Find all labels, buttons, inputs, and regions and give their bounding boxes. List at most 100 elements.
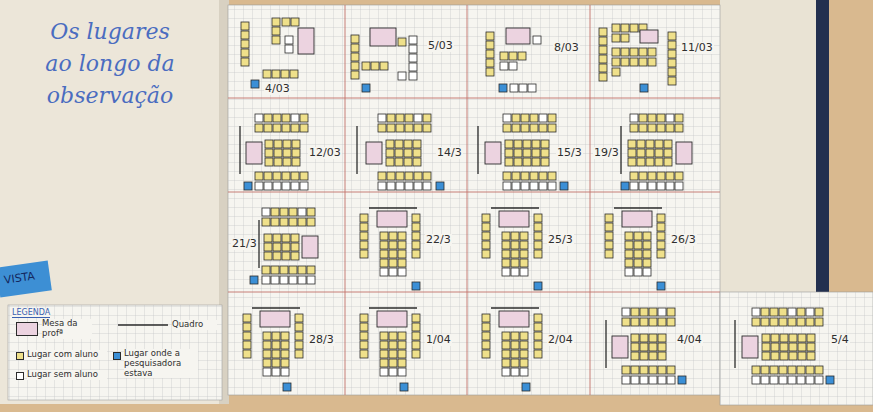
occupied-seat <box>630 48 638 56</box>
occupied-seat <box>300 114 308 122</box>
occupied-seat <box>520 332 528 340</box>
occupied-seat <box>639 172 647 180</box>
occupied-seat <box>599 37 607 45</box>
occupied-seat <box>360 314 368 322</box>
occupied-seat <box>264 234 272 242</box>
occupied-seat <box>380 259 388 267</box>
occupied-seat <box>649 366 657 374</box>
occupied-seat <box>657 223 665 231</box>
occupied-seat <box>291 124 299 132</box>
occupied-seat <box>599 46 607 54</box>
occupied-seat <box>752 366 760 374</box>
occupied-seat <box>668 32 676 40</box>
occupied-seat <box>243 350 251 358</box>
occupied-seat <box>423 172 431 180</box>
researcher-seat <box>283 383 291 391</box>
occupied-seat <box>351 35 359 43</box>
occupied-seat <box>807 343 815 351</box>
occupied-seat <box>404 140 412 148</box>
occupied-seat <box>380 241 388 249</box>
occupied-seat <box>771 343 779 351</box>
date-label: 5/03 <box>427 40 454 52</box>
teacher-desk <box>612 336 628 358</box>
occupied-seat <box>405 124 413 132</box>
empty-seat <box>509 62 517 70</box>
occupied-seat <box>241 49 249 57</box>
occupied-seat <box>512 114 520 122</box>
occupied-seat <box>273 252 281 260</box>
researcher-seat <box>560 182 568 190</box>
empty-seat <box>797 376 805 384</box>
occupied-seat <box>779 366 787 374</box>
occupied-seat <box>272 350 280 358</box>
occupied-seat <box>291 172 299 180</box>
empty-seat <box>378 114 386 122</box>
occupied-seat <box>486 59 494 67</box>
occupied-seat <box>282 252 290 260</box>
occupied-seat <box>380 250 388 258</box>
empty-seat <box>414 182 422 190</box>
occupied-seat <box>675 114 683 122</box>
occupied-seat <box>530 124 538 132</box>
occupied-seat <box>605 250 613 258</box>
occupied-seat <box>511 359 519 367</box>
occupied-seat <box>360 250 368 258</box>
occupied-seat <box>241 58 249 66</box>
empty-seat <box>398 368 406 376</box>
legend-swatch <box>16 352 24 360</box>
cell-divider <box>228 98 720 99</box>
occupied-seat <box>770 318 778 326</box>
researcher-seat <box>640 84 648 92</box>
occupied-seat <box>282 124 290 132</box>
occupied-seat <box>502 359 510 367</box>
occupied-seat <box>307 266 315 274</box>
occupied-seat <box>761 308 769 316</box>
empty-seat <box>658 308 666 316</box>
empty-seat <box>752 376 760 384</box>
occupied-seat <box>664 140 672 148</box>
empty-seat <box>307 276 315 284</box>
empty-seat <box>519 84 527 92</box>
occupied-seat <box>520 359 528 367</box>
occupied-seat <box>534 341 542 349</box>
occupied-seat <box>658 334 666 342</box>
occupied-seat <box>264 252 272 260</box>
occupied-seat <box>387 172 395 180</box>
left-page <box>0 0 228 404</box>
occupied-seat <box>282 172 290 180</box>
occupied-seat <box>389 259 397 267</box>
occupied-seat <box>378 124 386 132</box>
occupied-seat <box>395 158 403 166</box>
occupied-seat <box>351 71 359 79</box>
empty-seat <box>752 308 760 316</box>
empty-seat <box>530 182 538 190</box>
occupied-seat <box>282 243 290 251</box>
empty-seat <box>264 182 272 190</box>
empty-seat <box>285 45 293 53</box>
date-label: 25/3 <box>547 234 574 246</box>
occupied-seat <box>398 259 406 267</box>
occupied-seat <box>518 52 526 60</box>
occupied-seat <box>389 332 397 340</box>
teacher-desk <box>298 28 314 54</box>
occupied-seat <box>389 232 397 240</box>
occupied-seat <box>389 350 397 358</box>
occupied-seat <box>621 48 629 56</box>
tab-label: VISTA <box>3 268 56 287</box>
empty-seat <box>405 182 413 190</box>
occupied-seat <box>482 232 490 240</box>
occupied-seat <box>482 332 490 340</box>
empty-seat <box>503 114 511 122</box>
blackboard-line <box>491 307 539 308</box>
occupied-seat <box>387 124 395 132</box>
teacher-desk <box>506 28 530 44</box>
occupied-seat <box>290 70 298 78</box>
occupied-seat <box>599 28 607 36</box>
occupied-seat <box>664 149 672 157</box>
occupied-seat <box>502 232 510 240</box>
occupied-seat <box>502 350 510 358</box>
occupied-seat <box>412 241 420 249</box>
occupied-seat <box>263 332 271 340</box>
occupied-seat <box>386 140 394 148</box>
